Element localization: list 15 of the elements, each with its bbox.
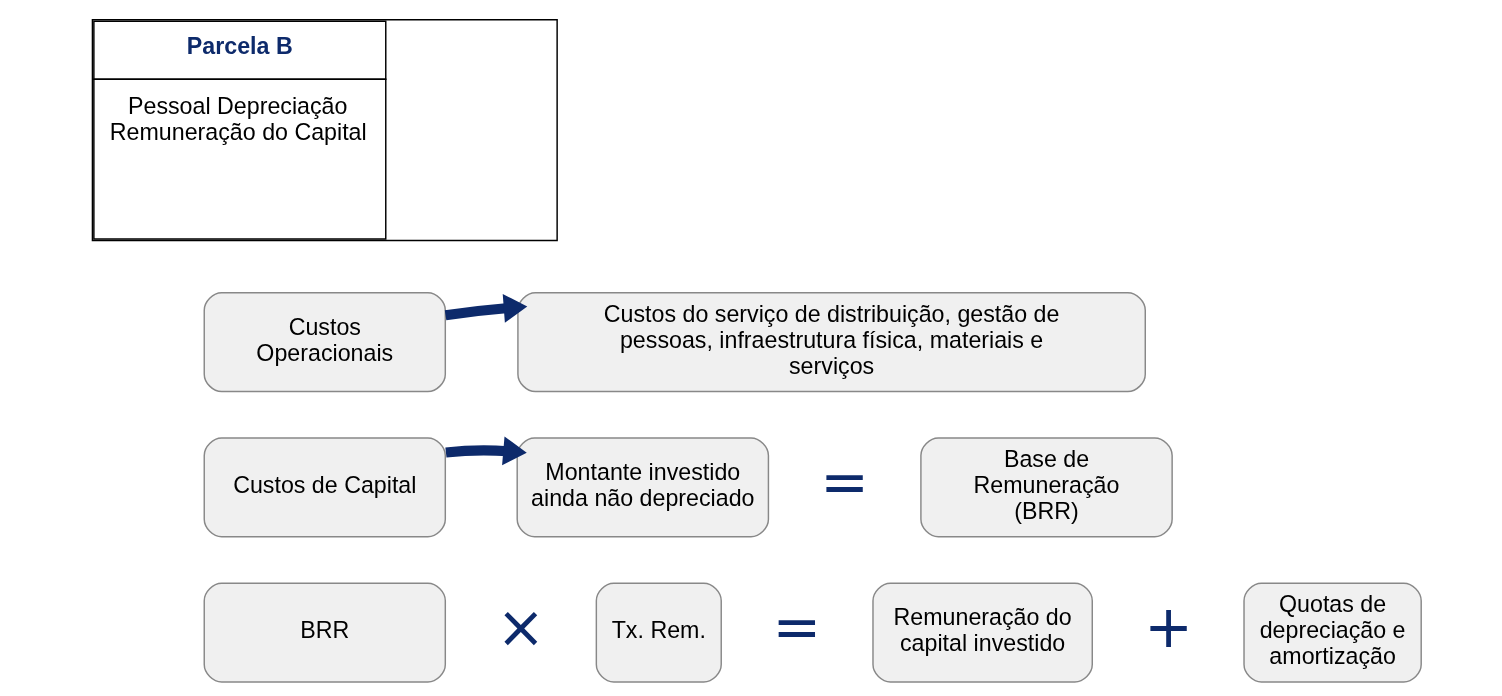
label: =	[820, 447, 869, 516]
label: =	[772, 593, 822, 662]
arrow	[444, 293, 528, 323]
node-box: Remuneração do capital investido	[872, 582, 1093, 683]
node-box: Tx. Rem.	[595, 582, 722, 683]
arrow	[445, 436, 527, 466]
node-box: Quotas de depreciação e amortização	[1243, 582, 1422, 683]
node-box: BRR	[203, 582, 447, 683]
node-box: Custos Operacionais	[203, 292, 447, 393]
node-box: Montante investido ainda não depreciado	[516, 437, 770, 538]
node-box: Custos do serviço de distribuição, gestão de pessoas, infraestrutura física, materiais e serviços	[517, 292, 1146, 393]
label: ×	[496, 593, 546, 662]
node-box: Custos de Capital	[203, 437, 447, 538]
label: +	[1144, 593, 1193, 662]
node-box: Base de Remuneração (BRR)	[920, 437, 1173, 538]
